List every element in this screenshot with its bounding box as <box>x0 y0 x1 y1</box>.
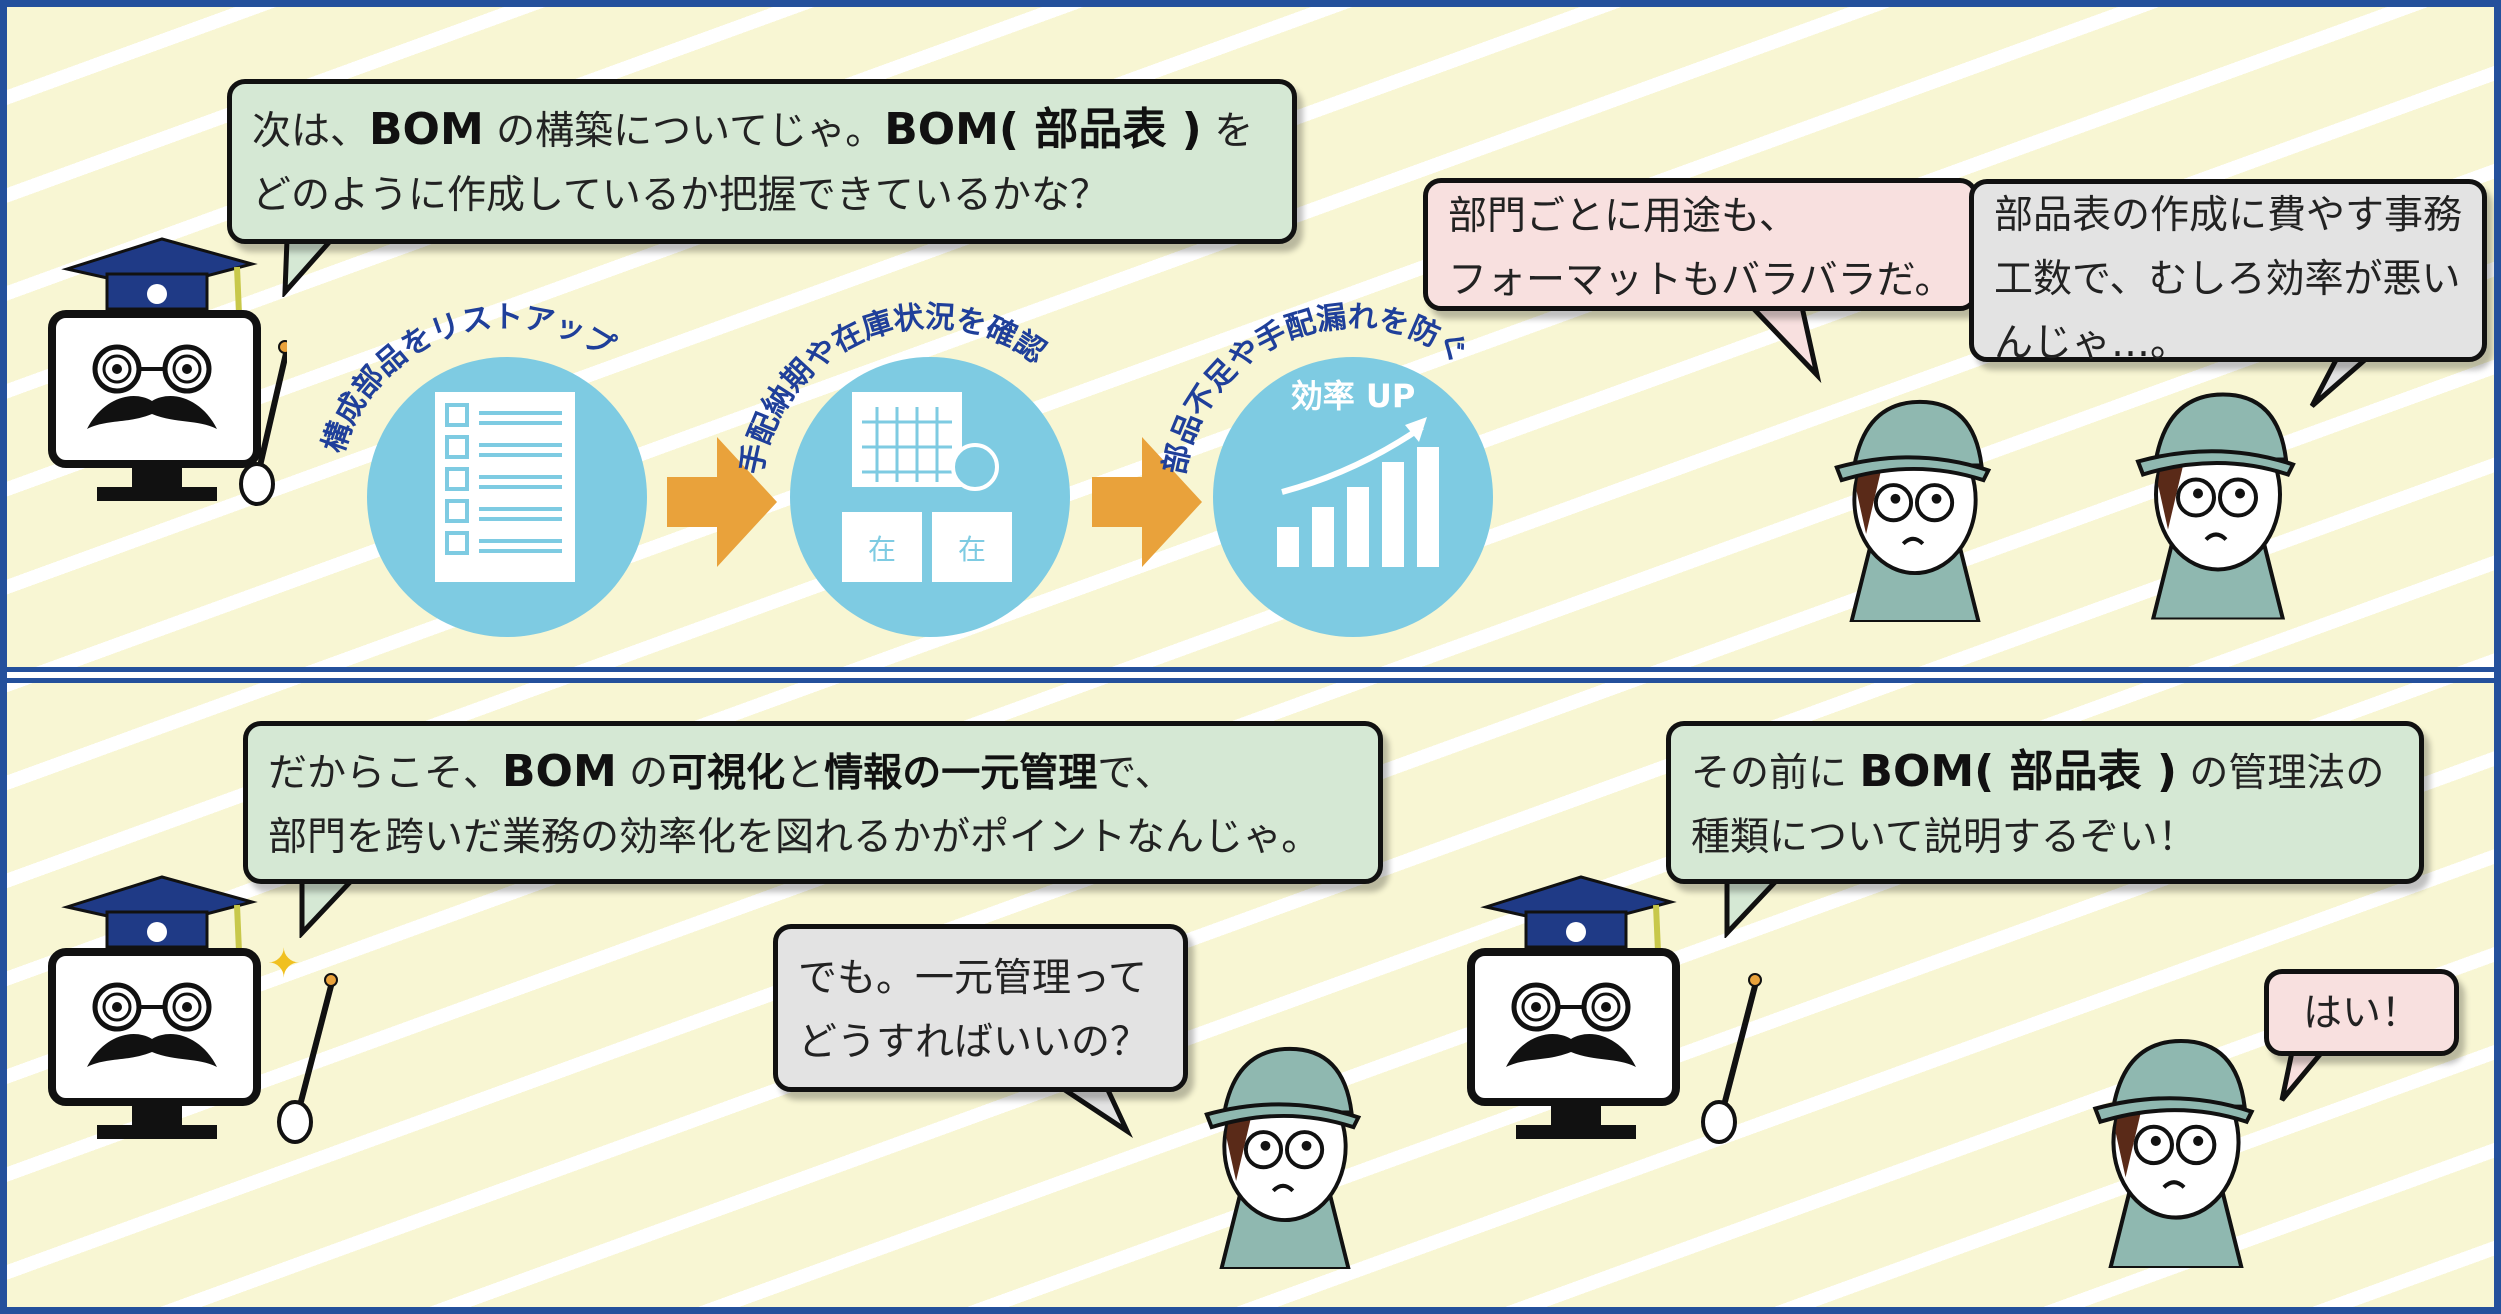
stock-label: 在 <box>958 533 986 566</box>
worker-character-thinking <box>1825 397 2005 622</box>
text: で、 <box>1097 751 1174 796</box>
panel-divider <box>7 667 2494 683</box>
bubble-tail <box>2309 356 2369 408</box>
bubble-line: はい！ <box>2302 991 2420 1036</box>
bubble-tail <box>1750 305 1822 384</box>
worker-speech-bubble: 部品表の作成に費やす事務 工数で、むしろ効率が悪い んじゃ…。 <box>1969 179 2488 366</box>
worker-speech-bubble: はい！ <box>2264 969 2459 1056</box>
arrow-right-icon <box>667 437 777 567</box>
step-check-stock: 在 在 手配納期や在庫状況を確認 <box>734 300 1070 637</box>
bubble-line: 部門ごとに用途も、 <box>1448 194 1798 239</box>
text: 次は、 <box>252 109 370 154</box>
text: だからこそ、 <box>268 751 503 796</box>
bubble-tail <box>282 237 334 297</box>
sparkle-icon: ✦ <box>267 941 301 987</box>
bubble-tail <box>1060 1086 1133 1138</box>
checklist-icon <box>435 392 575 582</box>
professor-speech-bubble: その前に BOM( 部品表 ) の管理法の 種類について説明するぞい！ <box>1666 721 2424 884</box>
text: の <box>616 751 669 796</box>
bubble-line: でも。一元管理って <box>798 956 1148 1001</box>
text: の管理法の <box>2177 751 2385 796</box>
bubble-line: 工数で、むしろ効率が悪い <box>1994 257 2461 302</box>
professor-monitor-character <box>1466 867 1762 1144</box>
text-bold: 可視化 <box>668 751 786 796</box>
bubble-line: 次は、BOM の構築についてじゃ。BOM( 部品表 ) を <box>252 98 1272 164</box>
worker-character-happy <box>2081 1036 2271 1268</box>
bubble-line: その前に BOM( 部品表 ) の管理法の <box>1691 740 2399 806</box>
text-bold: BOM <box>369 104 484 155</box>
text-bold: BOM( 部品表 ) <box>884 104 1202 155</box>
bubble-line: フォーマットもバラバラだ。 <box>1448 258 1954 303</box>
text: の構築についてじゃ。 <box>483 109 885 154</box>
bubble-line: どのように作成しているか把握できているかな？ <box>252 173 1109 218</box>
bubble-line: 種類について説明するぞい！ <box>1691 815 2197 860</box>
bubble-line: んじゃ…。 <box>1994 321 2190 366</box>
worker-speech-bubble: でも。一元管理って どうすればいいの？ <box>773 924 1188 1092</box>
efficiency-up-badge: 効率 UP <box>1291 377 1416 415</box>
worker-character-stressed <box>2128 387 2308 622</box>
stock-label: 在 <box>868 533 896 566</box>
bubble-line: 部門を跨いだ業務の効率化を図れるかがポイントなんじゃ。 <box>268 815 1321 860</box>
bom-process-diagram: 構成部品をリストアップ 在 在 手配納期や在庫状況を確認 効率 UP <box>316 299 1493 637</box>
text: を <box>1201 109 1254 154</box>
bubble-tail <box>1724 878 1779 938</box>
bubble-tail <box>299 878 354 938</box>
professor-speech-bubble: だからこそ、BOM の可視化と情報の一元管理で、 部門を跨いだ業務の効率化を図れ… <box>243 721 1383 884</box>
professor-monitor-character: ✦ <box>47 867 338 1144</box>
text: と <box>785 751 825 796</box>
arrow-right-icon <box>1092 437 1202 567</box>
calendar-stock-icon: 在 在 <box>842 392 1012 582</box>
bubble-line: だからこそ、BOM の可視化と情報の一元管理で、 <box>268 740 1358 806</box>
bubble-line: 部品表の作成に費やす事務 <box>1994 193 2463 238</box>
worker-speech-bubble: 部門ごとに用途も、 フォーマットもバラバラだ。 <box>1423 178 1979 311</box>
bubble-line: どうすればいいの？ <box>798 1020 1150 1065</box>
step-prevent-shortage: 効率 UP 部品不足や手配漏れを防ぐ <box>1157 299 1493 637</box>
bubble-tail <box>2279 1050 2324 1102</box>
worker-character-surprised <box>1195 1044 1375 1269</box>
text-bold: 情報の一元管理 <box>824 751 1098 796</box>
growth-chart-icon <box>1277 417 1439 567</box>
step-list-parts: 構成部品をリストアップ <box>316 300 647 637</box>
text: その前に <box>1691 751 1860 796</box>
professor-monitor-character <box>47 229 287 506</box>
text-bold: BOM( 部品表 ) <box>1859 746 2177 797</box>
text-bold: BOM <box>502 746 617 797</box>
professor-speech-bubble: 次は、BOM の構築についてじゃ。BOM( 部品表 ) を どのように作成してい… <box>227 79 1297 244</box>
